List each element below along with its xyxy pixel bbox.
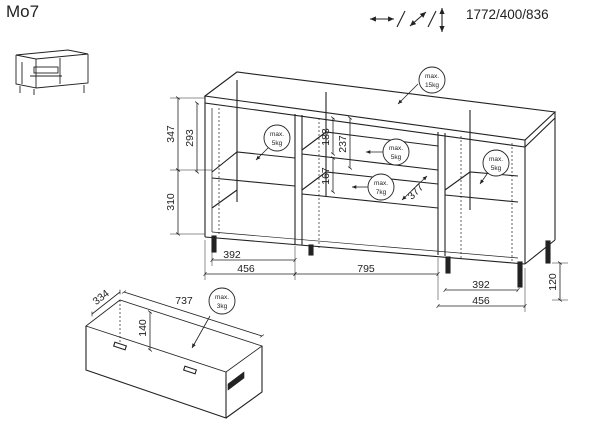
svg-text:max.: max. <box>215 294 229 301</box>
dim-mid-w: 795 <box>357 263 375 275</box>
model-name: Mo7 <box>6 2 40 21</box>
drawer-drawing <box>85 289 265 419</box>
dim-left-upper: 347 <box>165 125 177 143</box>
svg-text:7kg: 7kg <box>376 189 387 196</box>
svg-text:5kg: 5kg <box>391 154 402 161</box>
dim-left-inner-w: 392 <box>223 249 241 261</box>
dimension-texts: 347 293 310 183 237 167 377 392 456 795 … <box>165 125 559 307</box>
svg-text:3kg: 3kg <box>217 303 228 310</box>
width-depth-height-arrows-icon <box>370 8 445 32</box>
dim-shelf-depth: 377 <box>405 181 426 202</box>
dimension-lines <box>170 83 568 312</box>
svg-text:5kg: 5kg <box>272 140 283 147</box>
overall-dimensions: 1772/400/836 <box>466 7 549 22</box>
weight-badge-mid-lower: max. 7kg <box>352 173 395 201</box>
dim-left-outer-w: 456 <box>237 263 255 275</box>
svg-text:max.: max. <box>374 180 388 187</box>
svg-text:max.: max. <box>425 73 439 80</box>
dim-right-inner-w: 392 <box>472 279 490 291</box>
thumbnail-sideboard <box>15 49 89 95</box>
drawer-texts: 334 737 140 max. 3kg <box>91 287 236 337</box>
svg-text:15kg: 15kg <box>425 82 439 89</box>
svg-text:max.: max. <box>389 145 403 152</box>
svg-text:5kg: 5kg <box>491 165 502 172</box>
dim-drawer-height: 140 <box>137 319 149 337</box>
dim-drawer-depth: 334 <box>91 287 112 307</box>
dim-right-outer-w: 456 <box>472 295 490 307</box>
dim-mid-lower: 167 <box>320 167 332 185</box>
weight-badge-drawer: max. 3kg <box>208 287 236 315</box>
weight-badge-top: max. 15kg <box>418 66 446 94</box>
dim-mid-upper: 183 <box>320 128 332 146</box>
dim-left-inner: 293 <box>184 129 196 147</box>
dim-mid-upper-2: 237 <box>337 135 349 153</box>
weight-badges: max. 15kg max. 5kg max. 5kg max. 7kg <box>255 66 510 201</box>
svg-text:max.: max. <box>489 156 503 163</box>
weight-badge-left-shelf: max. 5kg <box>255 124 291 161</box>
dim-leg-h: 120 <box>547 273 559 291</box>
svg-text:max.: max. <box>270 131 284 138</box>
dim-left-lower: 310 <box>165 193 177 211</box>
dim-drawer-width: 737 <box>175 295 193 307</box>
sideboard-body <box>203 71 557 288</box>
weight-badge-mid-upper: max. 5kg <box>366 138 410 166</box>
weight-badge-right-shelf: max. 5kg <box>479 149 510 185</box>
